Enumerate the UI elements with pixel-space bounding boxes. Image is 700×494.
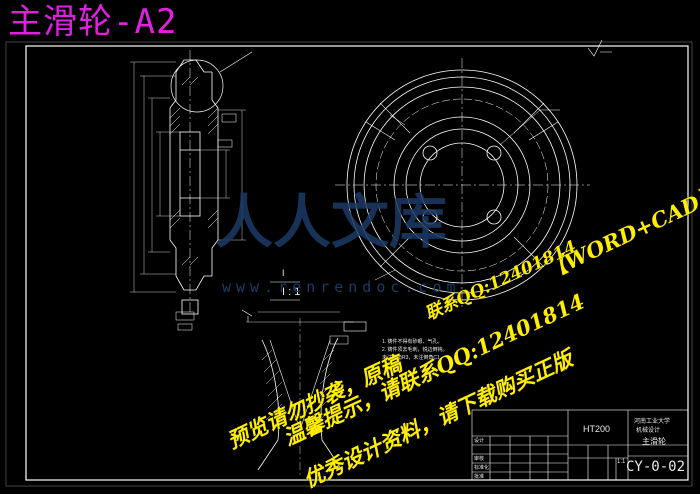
scale-value: 1:1 (617, 459, 626, 465)
title-block (471, 409, 689, 481)
drawing-title: 主滑轮-A2 (8, 2, 178, 42)
material-label: HT200 (583, 424, 611, 434)
sheet-border (25, 45, 689, 481)
checker-label: 审核 (474, 456, 485, 462)
standard-label: 标准化 (474, 465, 490, 471)
notes-line-1: 1. 铸件不得有砂眼、气孔。 (382, 339, 443, 345)
approve-label: 批准 (474, 474, 485, 480)
front-view (335, 39, 612, 310)
section-view (130, 50, 253, 331)
watermark-logo: 人人文库 (215, 188, 448, 256)
drawing-number: CY-0-02 (626, 459, 686, 475)
school-name: 河南工业大学 (634, 419, 671, 425)
detail-view (241, 281, 367, 476)
notes-line-3: 未注圆角R3，未注倒角C1。 (382, 355, 445, 361)
watermark-url: www.renrendoc.com (222, 278, 461, 296)
part-name: 主滑轮 (642, 437, 666, 446)
section-label: I : 1 (282, 286, 301, 298)
notes-line-2: 2. 铸件须去毛刺，锐边倒钝。 (382, 347, 448, 353)
outer-frame (5, 41, 693, 487)
designer-label: 设计 (474, 438, 485, 444)
school-dept: 机械设计 (636, 428, 661, 434)
section-marker: I (282, 268, 285, 278)
